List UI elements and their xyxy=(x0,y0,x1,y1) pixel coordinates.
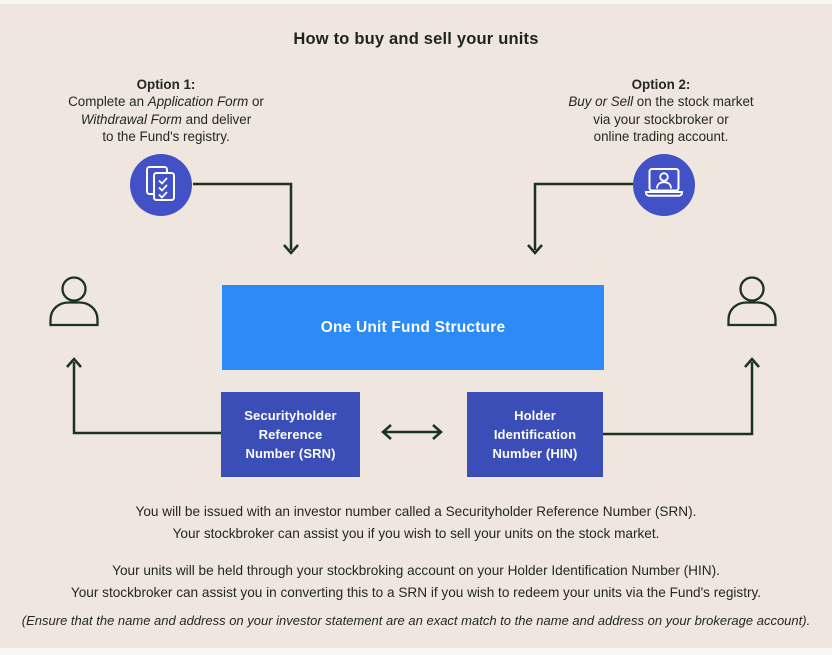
checklist-documents-icon xyxy=(130,154,192,216)
option-1-block: Option 1: Complete an Application Form o… xyxy=(36,76,296,145)
laptop-user-icon xyxy=(633,154,695,216)
option-2-block: Option 2: Buy or Sell on the stock marke… xyxy=(531,76,791,145)
hin-description-paragraph: Your units will be held through your sto… xyxy=(70,563,762,600)
page-title: How to buy and sell your units xyxy=(293,30,539,48)
investor-person-icon-right xyxy=(726,274,778,328)
option-2-heading: Option 2: xyxy=(631,77,691,92)
fund-structure-label: One Unit Fund Structure xyxy=(320,318,506,336)
investor-person-icon-left xyxy=(48,274,100,328)
srn-description-paragraph: You will be issued with an investor numb… xyxy=(135,504,697,541)
footnote: (Ensure that the name and address on you… xyxy=(21,613,811,628)
option-1-heading: Option 1: xyxy=(136,77,196,92)
fund-structure-box: One Unit Fund Structure xyxy=(222,285,604,370)
